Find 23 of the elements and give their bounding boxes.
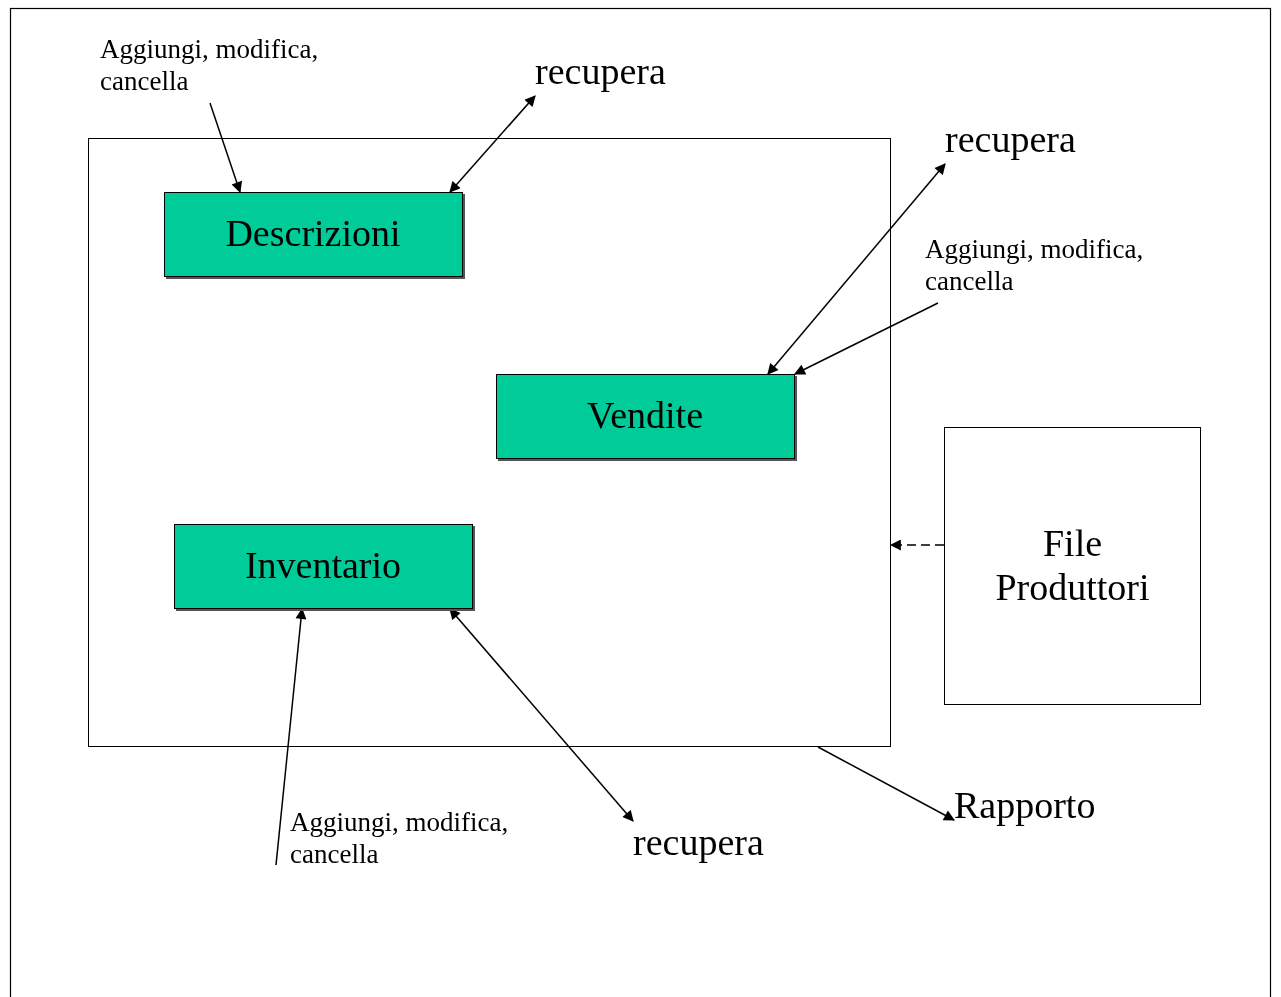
text-label: Aggiungi, modifica, cancella (100, 33, 320, 98)
arrow (767, 163, 946, 375)
data-table-box (495, 373, 795, 459)
text-label: recupera (945, 118, 1077, 162)
text-label: Aggiungi, modifica, cancella (290, 806, 510, 871)
text-label: Aggiungi, modifica, cancella (925, 233, 1145, 298)
file-box (944, 427, 1201, 705)
system-boundary-box (88, 138, 891, 747)
arrow (794, 302, 939, 375)
box-label: Inventario (244, 544, 402, 588)
data-table-box (173, 523, 473, 609)
box-label: Descrizioni (225, 212, 401, 256)
arrow (889, 539, 945, 551)
arrow (449, 608, 634, 822)
text-label: recupera (535, 50, 667, 94)
box-label: File Produttori (994, 522, 1151, 610)
text-label: Rapporto (954, 784, 1097, 828)
text-label: recupera (633, 821, 765, 865)
arrow (209, 102, 243, 194)
arrow (817, 746, 955, 821)
arrow (449, 95, 536, 193)
box-label: Vendite (586, 394, 704, 438)
data-table-box (163, 191, 463, 277)
